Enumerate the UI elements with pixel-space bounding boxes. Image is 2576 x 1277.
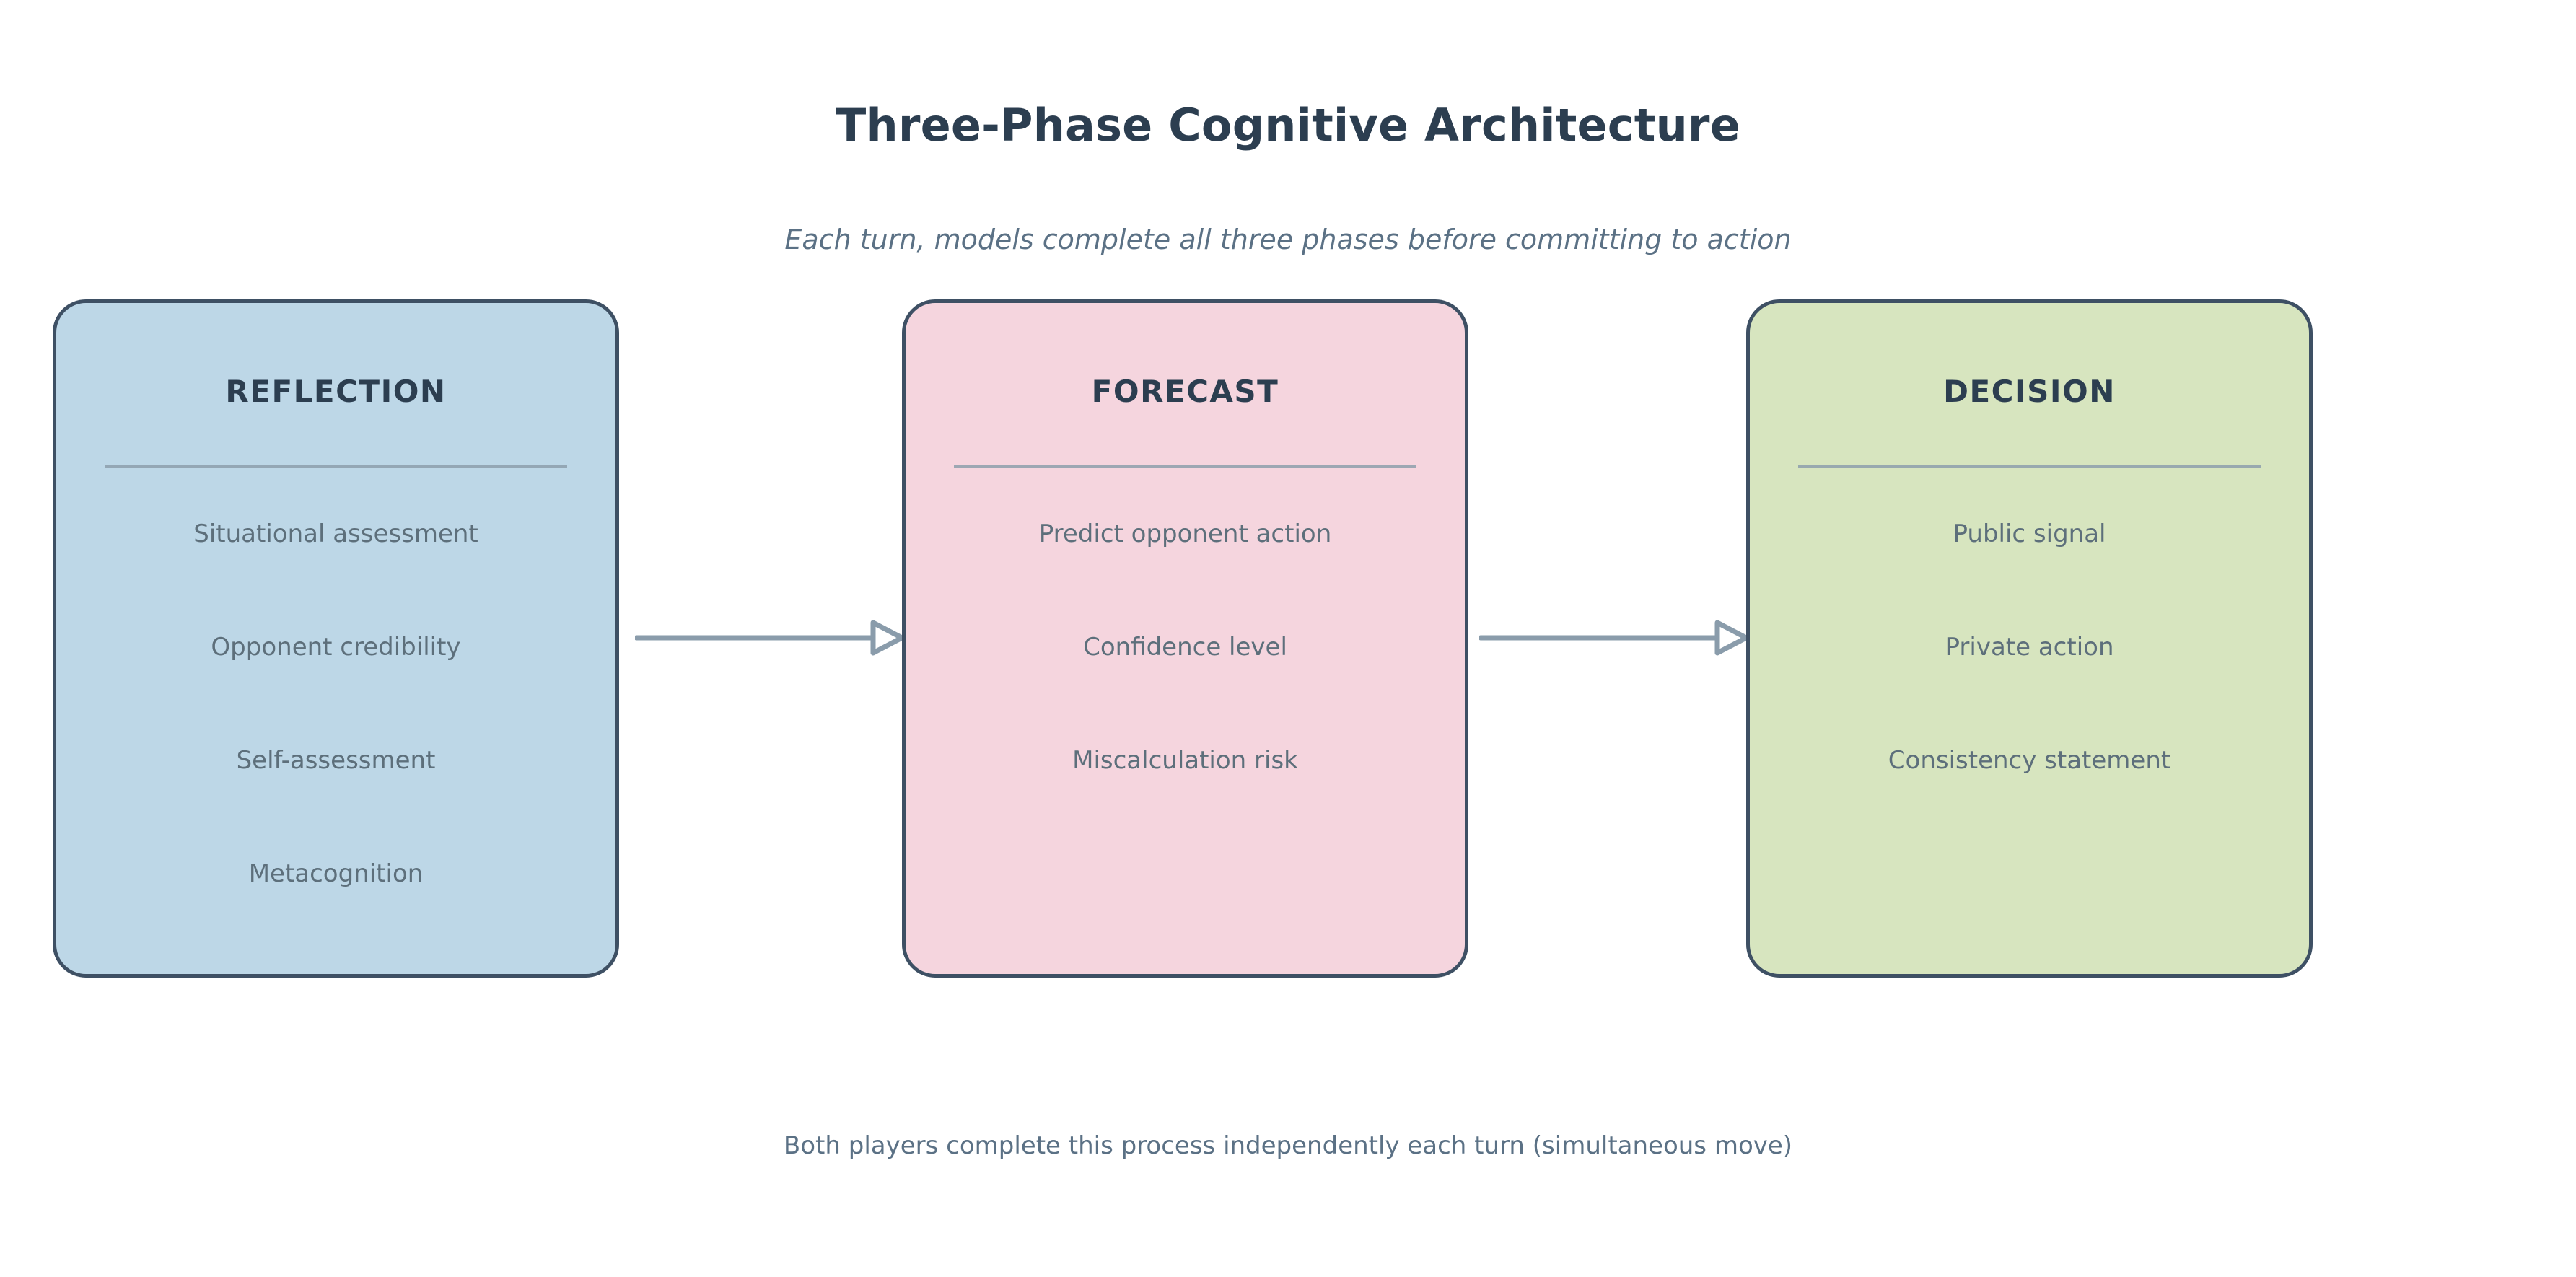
phase-item: Self-assessment bbox=[236, 746, 436, 775]
footer-note: Both players complete this process indep… bbox=[783, 1131, 1793, 1160]
phase-item: Consistency statement bbox=[1888, 746, 2171, 775]
phase-divider bbox=[1798, 465, 2261, 468]
page-subtitle: Each turn, models complete all three pha… bbox=[784, 224, 1792, 255]
arrow-reflection-to-forecast bbox=[635, 615, 903, 661]
phase-heading-forecast: FORECAST bbox=[1091, 374, 1279, 409]
page-title: Three-Phase Cognitive Architecture bbox=[836, 99, 1740, 152]
phase-item: Opponent credibility bbox=[211, 633, 461, 662]
phase-item: Confidence level bbox=[1083, 633, 1287, 662]
phase-heading-reflection: REFLECTION bbox=[225, 374, 447, 409]
phase-item: Private action bbox=[1945, 633, 2114, 662]
arrow-right-icon bbox=[635, 620, 903, 656]
phase-item-list-forecast: Predict opponent action Confidence level… bbox=[906, 512, 1465, 852]
phase-divider bbox=[954, 465, 1416, 468]
phase-divider bbox=[105, 465, 567, 468]
phase-item: Public signal bbox=[1953, 519, 2106, 548]
phase-item: Miscalculation risk bbox=[1072, 746, 1298, 775]
arrow-forecast-to-decision bbox=[1479, 615, 1748, 661]
phase-item: Situational assessment bbox=[193, 519, 478, 548]
phase-item-list-reflection: Situational assessment Opponent credibil… bbox=[56, 512, 615, 965]
phase-item: Metacognition bbox=[248, 859, 424, 888]
phase-item: Predict opponent action bbox=[1038, 519, 1332, 548]
phase-item-list-decision: Public signal Private action Consistency… bbox=[1750, 512, 2309, 852]
phase-heading-decision: DECISION bbox=[1943, 374, 2116, 409]
arrow-right-icon bbox=[1479, 620, 1748, 656]
phase-card-decision: DECISION Public signal Private action Co… bbox=[1746, 299, 2313, 978]
phase-card-reflection: REFLECTION Situational assessment Oppone… bbox=[53, 299, 619, 978]
phase-card-forecast: FORECAST Predict opponent action Confide… bbox=[902, 299, 1468, 978]
